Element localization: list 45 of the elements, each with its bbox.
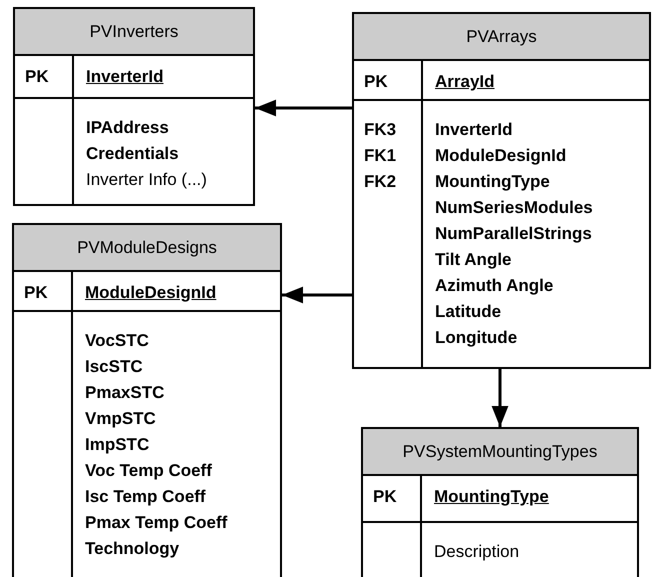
column-name: Longitude bbox=[435, 327, 518, 349]
table-section bbox=[354, 59, 423, 101]
entity-table bbox=[13, 7, 255, 206]
table-name: PVSystemMountingTypes bbox=[402, 442, 598, 462]
table-name: PVInverters bbox=[90, 22, 178, 42]
entity-table bbox=[361, 427, 639, 577]
column-name: Tilt Angle bbox=[435, 249, 512, 271]
column-name: Latitude bbox=[435, 301, 502, 323]
column-name: Inverter Info (...) bbox=[86, 169, 207, 191]
column-name: ArrayId bbox=[435, 71, 495, 93]
column-name: MountingType bbox=[434, 486, 549, 508]
column-name: ImpSTC bbox=[85, 434, 150, 456]
column-name: NumParallelStrings bbox=[435, 223, 592, 245]
key-label: PK bbox=[24, 282, 48, 304]
key-label: PK bbox=[373, 486, 397, 508]
table-name: PVModuleDesigns bbox=[77, 238, 217, 258]
column-name: Isc Temp Coeff bbox=[85, 486, 206, 508]
key-label: FK3 bbox=[364, 119, 396, 141]
table-name: PVArrays bbox=[466, 26, 537, 46]
column-name: NumSeriesModules bbox=[435, 197, 593, 219]
column-name: Credentials bbox=[86, 143, 179, 165]
entity-table bbox=[12, 223, 282, 577]
column-name: Pmax Temp Coeff bbox=[85, 512, 228, 534]
column-name: Voc Temp Coeff bbox=[85, 460, 212, 482]
column-name: Description bbox=[434, 541, 520, 563]
relationship-arrow bbox=[492, 369, 508, 427]
key-label: FK1 bbox=[364, 145, 396, 167]
relationship-arrow bbox=[255, 100, 352, 116]
key-label: PK bbox=[364, 71, 388, 93]
column-name: Technology bbox=[85, 538, 180, 560]
column-name: MountingType bbox=[435, 171, 550, 193]
column-name: InverterId bbox=[435, 119, 512, 141]
key-label: FK2 bbox=[364, 171, 396, 193]
column-name: VmpSTC bbox=[85, 408, 156, 430]
column-name: IPAddress bbox=[86, 117, 169, 139]
column-name: InverterId bbox=[86, 66, 164, 88]
column-name: IscSTC bbox=[85, 356, 143, 378]
column-name: ModuleDesignId bbox=[85, 282, 216, 304]
key-label: PK bbox=[25, 66, 49, 88]
entity-table bbox=[352, 12, 651, 369]
column-name: Azimuth Angle bbox=[435, 275, 554, 297]
column-name: VocSTC bbox=[85, 330, 149, 352]
relationship-arrow bbox=[282, 286, 352, 304]
column-name: ModuleDesignId bbox=[435, 145, 566, 167]
column-name: PmaxSTC bbox=[85, 382, 164, 404]
